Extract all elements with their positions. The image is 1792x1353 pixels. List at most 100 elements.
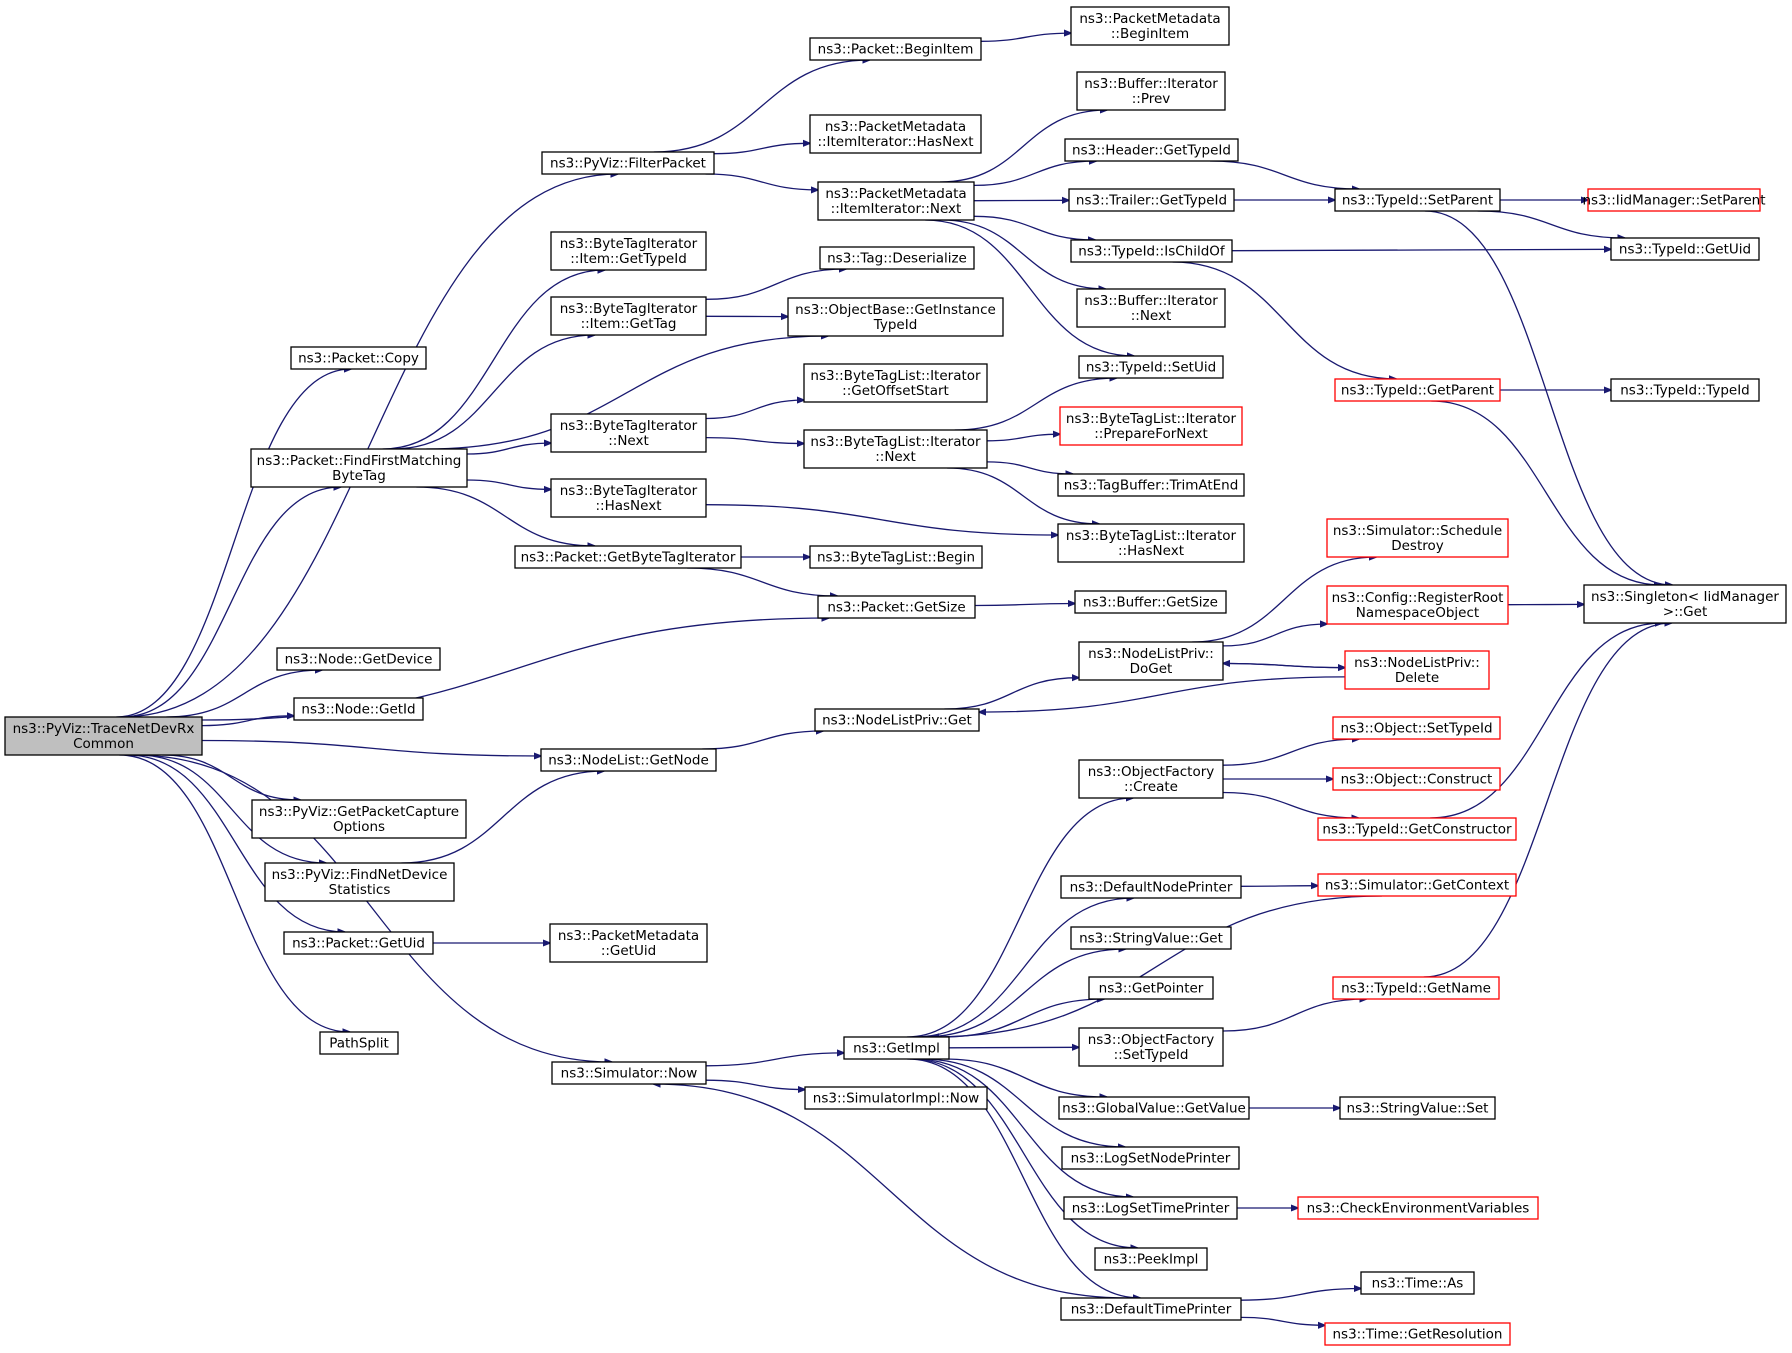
- node-lognodeprinter[interactable]: ns3::LogSetNodePrinter: [1061, 1146, 1240, 1170]
- node-getdevice[interactable]: ns3::Node::GetDevice: [276, 647, 441, 671]
- node-box-nlp_get: [814, 708, 980, 732]
- edge-bti_hasnext-to-btl_hasnext: [705, 504, 1058, 535]
- node-box-tagbuf_trim: [1057, 473, 1245, 497]
- node-label-buf_next-line0: ns3::Buffer::Iterator: [1084, 293, 1218, 309]
- node-peekimpl[interactable]: ns3::PeekImpl: [1094, 1247, 1208, 1271]
- node-getpointer[interactable]: ns3::GetPointer: [1088, 976, 1214, 1000]
- node-tid_getctor[interactable]: ns3::TypeId::GetConstructor: [1317, 817, 1517, 841]
- node-bti_next[interactable]: ns3::ByteTagIterator::Next: [550, 413, 707, 453]
- node-label-getpointer-line0: ns3::GetPointer: [1099, 981, 1204, 997]
- node-label-bti_next-line1: ::Next: [608, 433, 649, 449]
- node-label-of_create-line0: ns3::ObjectFactory: [1088, 764, 1215, 780]
- node-buf_prev[interactable]: ns3::Buffer::Iterator::Prev: [1076, 71, 1226, 111]
- node-box-getdevice: [276, 647, 441, 671]
- node-obj_settypeid[interactable]: ns3::Object::SetTypeId: [1332, 716, 1501, 740]
- node-tid_ischildof[interactable]: ns3::TypeId::IsChildOf: [1070, 239, 1233, 263]
- node-sim_getcontext[interactable]: ns3::Simulator::GetContext: [1317, 873, 1517, 897]
- node-nlp_delete[interactable]: ns3::NodeListPriv::Delete: [1344, 650, 1490, 690]
- edge-nlp_doget-to-sim_schedule: [1192, 557, 1376, 643]
- node-nlp_doget[interactable]: ns3::NodeListPriv::DoGet: [1078, 641, 1224, 681]
- node-time_as[interactable]: ns3::Time::As: [1360, 1271, 1475, 1295]
- node-getsize[interactable]: ns3::Packet::GetSize: [817, 595, 976, 619]
- node-buf_next[interactable]: ns3::Buffer::Iterator::Next: [1076, 288, 1226, 328]
- node-label-sim_schedule-line1: Destroy: [1391, 538, 1444, 554]
- node-tid_setparent[interactable]: ns3::TypeId::SetParent: [1334, 188, 1501, 212]
- node-iid_setparent[interactable]: ns3::IidManager::SetParent: [1583, 188, 1766, 212]
- node-begin_item[interactable]: ns3::Packet::BeginItem: [809, 37, 982, 61]
- node-getimpl[interactable]: ns3::GetImpl: [843, 1036, 950, 1060]
- node-filter[interactable]: ns3::PyViz::FilterPacket: [541, 151, 715, 175]
- node-label-buf_prev-line0: ns3::Buffer::Iterator: [1084, 76, 1218, 92]
- node-strval_get[interactable]: ns3::StringValue::Get: [1070, 926, 1232, 950]
- node-of_create[interactable]: ns3::ObjectFactory::Create: [1078, 759, 1224, 799]
- node-btl_prepare[interactable]: ns3::ByteTagList::Iterator::PrepareForNe…: [1059, 406, 1243, 446]
- node-tagbuf_trim[interactable]: ns3::TagBuffer::TrimAtEnd: [1057, 473, 1245, 497]
- node-simimpl_now[interactable]: ns3::SimulatorImpl::Now: [804, 1086, 988, 1110]
- node-logtimeprinter[interactable]: ns3::LogSetTimePrinter: [1063, 1196, 1238, 1220]
- node-btl_getoffset[interactable]: ns3::ByteTagList::Iterator::GetOffsetSta…: [803, 363, 988, 403]
- node-box-bti_gettag: [550, 296, 707, 336]
- node-label-buf_next-line1: ::Next: [1131, 308, 1172, 324]
- edge-tid_setparent-to-tid_getuid: [1477, 210, 1625, 238]
- node-strval_set[interactable]: ns3::StringValue::Set: [1339, 1096, 1496, 1120]
- node-of_settypeid[interactable]: ns3::ObjectFactory::SetTypeId: [1078, 1027, 1224, 1067]
- node-gv_getvalue[interactable]: ns3::GlobalValue::GetValue: [1058, 1096, 1250, 1120]
- node-label-bti_next-line0: ns3::ByteTagIterator: [560, 418, 698, 434]
- node-getbytetagit[interactable]: ns3::Packet::GetByteTagIterator: [514, 545, 742, 569]
- node-pm_getuid[interactable]: ns3::PacketMetadata::GetUid: [549, 923, 708, 963]
- node-tag_deser[interactable]: ns3::Tag::Deserialize: [819, 246, 975, 270]
- node-label-btl_getoffset-line0: ns3::ByteTagList::Iterator: [810, 368, 981, 384]
- node-pm_begin_item[interactable]: ns3::PacketMetadata::BeginItem: [1070, 6, 1230, 46]
- node-btl_begin[interactable]: ns3::ByteTagList::Begin: [809, 545, 983, 569]
- node-singleton_get[interactable]: ns3::Singleton< IidManager>::Get: [1583, 584, 1787, 624]
- node-deftimeprinter[interactable]: ns3::DefaultTimePrinter: [1060, 1297, 1242, 1321]
- node-label-defnodeprinter-line0: ns3::DefaultNodePrinter: [1070, 880, 1233, 896]
- edge-tid_getparent-to-singleton_get: [1431, 400, 1661, 585]
- node-label-root-line1: Common: [73, 736, 134, 752]
- node-box-sim_getcontext: [1317, 873, 1517, 897]
- node-label-btl_begin-line0: ns3::ByteTagList::Begin: [817, 550, 975, 566]
- node-pm_next[interactable]: ns3::PacketMetadata::ItemIterator::Next: [817, 181, 975, 221]
- node-box-nlp_delete: [1344, 650, 1490, 690]
- node-label-pm_next-line1: ::ItemIterator::Next: [831, 201, 962, 217]
- node-time_getres[interactable]: ns3::Time::GetResolution: [1324, 1322, 1511, 1346]
- node-copy[interactable]: ns3::Packet::Copy: [290, 346, 427, 370]
- node-nlp_get[interactable]: ns3::NodeListPriv::Get: [814, 708, 980, 732]
- node-pm_hasnext[interactable]: ns3::PacketMetadata::ItemIterator::HasNe…: [809, 114, 982, 154]
- node-buf_getsize[interactable]: ns3::Buffer::GetSize: [1074, 590, 1227, 614]
- node-tid_getname[interactable]: ns3::TypeId::GetName: [1332, 976, 1500, 1000]
- node-btl_next[interactable]: ns3::ByteTagList::Iterator::Next: [803, 429, 988, 469]
- node-tid_setuid[interactable]: ns3::TypeId::SetUid: [1078, 355, 1224, 379]
- node-label-root-line0: ns3::PyViz::TraceNetDevRx: [13, 721, 195, 737]
- node-tid_getuid[interactable]: ns3::TypeId::GetUid: [1610, 237, 1760, 261]
- node-getid[interactable]: ns3::Node::GetId: [293, 697, 424, 721]
- node-simnow[interactable]: ns3::Simulator::Now: [551, 1061, 707, 1085]
- node-hdr_gettypeid[interactable]: ns3::Header::GetTypeId: [1064, 138, 1239, 162]
- node-getuid[interactable]: ns3::Packet::GetUid: [283, 931, 434, 955]
- node-box-btl_next: [803, 429, 988, 469]
- node-tid_getparent[interactable]: ns3::TypeId::GetParent: [1334, 378, 1501, 402]
- node-checkenv[interactable]: ns3::CheckEnvironmentVariables: [1297, 1196, 1539, 1220]
- node-btl_hasnext[interactable]: ns3::ByteTagList::Iterator::HasNext: [1057, 523, 1245, 563]
- node-pathsplit[interactable]: PathSplit: [319, 1031, 399, 1055]
- node-label-getid-line0: ns3::Node::GetId: [301, 702, 415, 718]
- node-obj_construct[interactable]: ns3::Object::Construct: [1332, 767, 1501, 791]
- node-label-pathsplit-line0: PathSplit: [329, 1036, 389, 1052]
- node-trl_gettypeid[interactable]: ns3::Trailer::GetTypeId: [1068, 188, 1235, 212]
- edge-root-to-getnode: [201, 739, 541, 757]
- node-bti_gettypeid[interactable]: ns3::ByteTagIterator::Item::GetTypeId: [550, 231, 707, 271]
- node-label-singleton_get-line1: >::Get: [1663, 604, 1707, 620]
- node-getnode[interactable]: ns3::NodeList::GetNode: [540, 748, 717, 772]
- node-defnodeprinter[interactable]: ns3::DefaultNodePrinter: [1060, 875, 1242, 899]
- node-bti_hasnext[interactable]: ns3::ByteTagIterator::HasNext: [550, 478, 707, 518]
- node-tid_typeid[interactable]: ns3::TypeId::TypeId: [1610, 378, 1760, 402]
- node-bti_gettag[interactable]: ns3::ByteTagIterator::Item::GetTag: [550, 296, 707, 336]
- edge-getbytetagit-to-getsize: [687, 567, 837, 596]
